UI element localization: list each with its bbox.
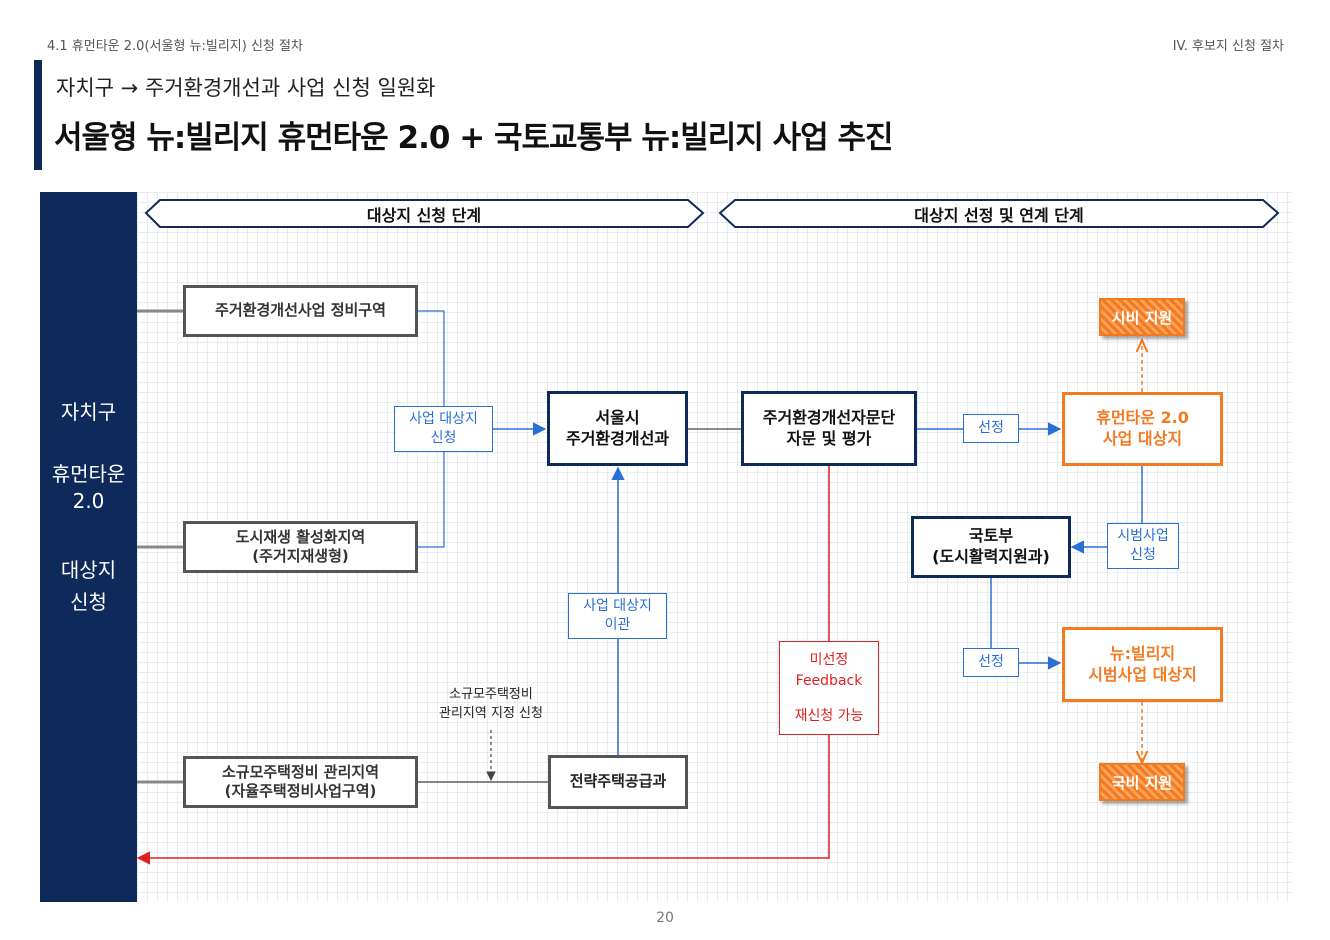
advisory-committee-line1: 주거환경개선자문단 — [762, 407, 896, 427]
label-apply-target: 사업 대상지 신청 — [394, 406, 493, 452]
page-number: 20 — [656, 910, 674, 926]
label-pilot-apply-line2: 신청 — [1130, 547, 1156, 563]
advisory-committee: 주거환경개선자문단 자문 및 평가 — [741, 391, 917, 466]
chapter-label: IV. 후보지 신청 절차 — [1172, 39, 1284, 54]
label-reject-line3: 재신청 가능 — [794, 707, 864, 724]
label-apply-target-line1: 사업 대상지 — [409, 411, 478, 428]
zone-urban-regeneration-line1: 도시재생 활성화지역 — [235, 527, 366, 546]
newvillage-target-line1: 뉴:빌리지 — [1109, 643, 1176, 663]
label-transfer-target-line2: 이관 — [604, 617, 631, 633]
zone-small-housing-line2: (자율주택정비사업구역) — [224, 782, 377, 800]
ministry-line2: (도시활력지원과) — [932, 547, 1050, 566]
ministry-line1: 국토부 — [968, 526, 1014, 546]
page-title: 서울형 뉴:빌리지 휴먼타운 2.0 + 국토교통부 뉴:빌리지 사업 추진 — [54, 120, 894, 156]
note-small-housing-apply: 소규모주택정비 관리지역 지정 신청 — [421, 686, 561, 724]
label-pilot-apply-line1: 시범사업 — [1117, 528, 1169, 545]
label-reject-line1: 미선정 — [809, 651, 849, 668]
seoul-housing-dept-line2: 주거환경개선과 — [565, 428, 670, 448]
newvillage-target: 뉴:빌리지 시범사업 대상지 — [1062, 627, 1223, 702]
label-selected-humantown-text: 선정 — [978, 420, 1004, 437]
label-transfer-target: 사업 대상지 이관 — [568, 593, 667, 639]
zone-housing-improvement-label: 주거환경개선사업 정비구역 — [215, 301, 386, 320]
strategic-housing-dept: 전략주택공급과 — [548, 755, 688, 809]
phase-banner-select — [718, 199, 1280, 228]
sidebar-line-1: 자치구 — [60, 400, 117, 424]
label-apply-target-line2: 신청 — [430, 430, 457, 446]
label-reject-feedback: 미선정 Feedback 재신청 가능 — [779, 641, 879, 735]
zone-small-housing: 소규모주택정비 관리지역 (자율주택정비사업구역) — [183, 756, 418, 808]
title-accent-bar — [34, 60, 42, 170]
strategic-housing-dept-label: 전략주택공급과 — [569, 772, 667, 791]
section-breadcrumb: 4.1 휴먼타운 2.0(서울형 뉴:빌리지) 신청 절차 — [47, 39, 303, 54]
newvillage-target-line2: 시범사업 대상지 — [1088, 664, 1197, 684]
humantown-target-line1: 휴먼타운 2.0 — [1096, 408, 1189, 428]
sidebar-applicant: 자치구 휴먼타운 2.0 대상지 신청 — [40, 192, 137, 902]
label-selected-newvillage-text: 선정 — [978, 654, 1004, 671]
zone-urban-regeneration-line2: (주거지재생형) — [252, 547, 349, 565]
label-pilot-apply: 시범사업 신청 — [1107, 523, 1179, 569]
label-selected-humantown: 선정 — [963, 414, 1019, 443]
label-reject-line2: Feedback — [795, 672, 863, 689]
zone-housing-improvement: 주거환경개선사업 정비구역 — [183, 285, 418, 337]
sidebar-line-3: 2.0 — [72, 489, 105, 513]
national-support-label: 국비 지원 — [1111, 773, 1173, 792]
note-line2: 관리지역 지정 신청 — [439, 705, 543, 721]
zone-urban-regeneration: 도시재생 활성화지역 (주거지재생형) — [183, 521, 418, 573]
seoul-housing-dept-line1: 서울시 — [595, 407, 640, 427]
zone-small-housing-line1: 소규모주택정비 관리지역 — [221, 762, 380, 781]
note-line1: 소규모주택정비 — [449, 687, 533, 702]
national-support-badge: 국비 지원 — [1099, 763, 1185, 801]
label-selected-newvillage: 선정 — [963, 648, 1019, 677]
page-subtitle: 자치구 → 주거환경개선과 사업 신청 일원화 — [56, 76, 436, 100]
humantown-target: 휴먼타운 2.0 사업 대상지 — [1062, 392, 1223, 466]
phase-banner-apply — [144, 199, 705, 228]
seoul-housing-dept: 서울시 주거환경개선과 — [547, 391, 688, 466]
advisory-committee-line2: 자문 및 평가 — [786, 428, 872, 448]
sidebar-line-4: 대상지 — [60, 558, 117, 582]
city-support-label: 시비 지원 — [1111, 308, 1173, 327]
sidebar-line-2: 휴먼타운 — [51, 462, 126, 486]
phase-title-apply: 대상지 신청 단계 — [366, 205, 482, 225]
humantown-target-line2: 사업 대상지 — [1102, 429, 1183, 448]
city-support-badge: 시비 지원 — [1099, 298, 1185, 336]
ministry-box: 국토부 (도시활력지원과) — [911, 516, 1071, 578]
sidebar-line-5: 신청 — [70, 590, 107, 614]
label-transfer-target-line1: 사업 대상지 — [583, 598, 652, 615]
phase-title-select: 대상지 선정 및 연계 단계 — [914, 205, 1084, 225]
